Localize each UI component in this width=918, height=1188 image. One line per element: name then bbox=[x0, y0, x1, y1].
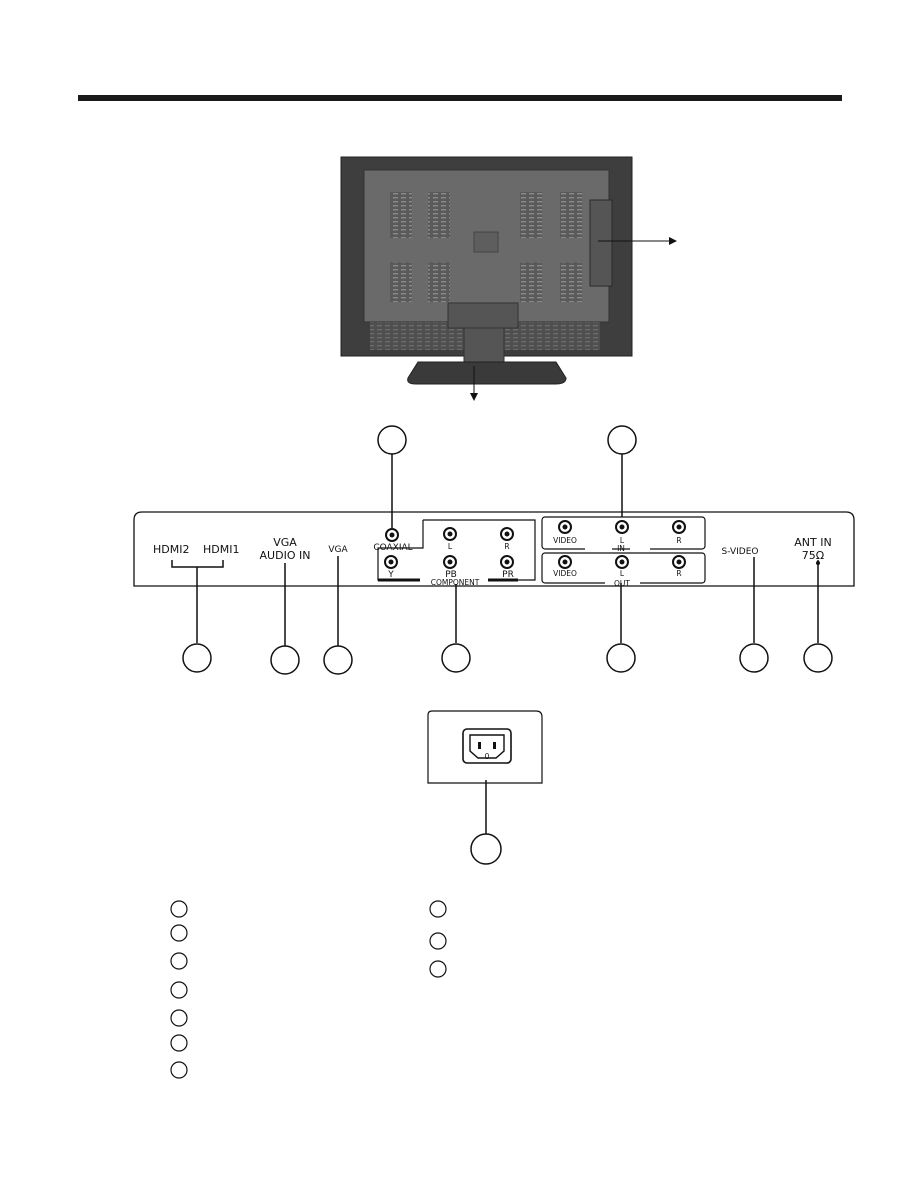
label-coaxial: COAXIAL bbox=[373, 543, 412, 553]
callout-circle bbox=[441, 643, 471, 673]
label-hdmi1: HDMI1 bbox=[203, 543, 239, 556]
label-ant-2: 75Ω bbox=[802, 549, 824, 562]
label-in-r: R bbox=[676, 536, 681, 545]
callout-circle bbox=[803, 643, 833, 673]
label-vga-audio-2: AUDIO IN bbox=[260, 549, 311, 562]
callout-circle bbox=[323, 645, 353, 675]
callout-circle bbox=[607, 425, 637, 455]
label-out-video: VIDEO bbox=[553, 569, 577, 578]
label-in-video: VIDEO bbox=[553, 536, 577, 545]
label-vga-audio-1: VGA bbox=[273, 536, 297, 549]
label-in: IN bbox=[617, 544, 625, 553]
label-comp-pb: PB bbox=[445, 570, 457, 580]
callout-circle bbox=[270, 645, 300, 675]
legend bbox=[170, 900, 447, 1079]
label-in-l: L bbox=[620, 536, 625, 545]
label-comp-l: L bbox=[448, 542, 453, 551]
header-rule bbox=[78, 95, 842, 101]
label-out: OUT bbox=[614, 579, 630, 588]
label-comp-r: R bbox=[504, 542, 509, 551]
label-out-r: R bbox=[676, 569, 681, 578]
callout-circle bbox=[470, 833, 502, 865]
label-hdmi2: HDMI2 bbox=[153, 543, 189, 556]
label-comp-y: Y bbox=[387, 570, 394, 580]
callout-circle bbox=[377, 425, 407, 455]
label-ant-1: ANT IN bbox=[794, 536, 831, 549]
callout-circle bbox=[182, 643, 212, 673]
power-socket-icon bbox=[462, 728, 512, 764]
label-component: COMPONENT bbox=[431, 578, 480, 587]
label-comp-pr: PR bbox=[502, 570, 514, 580]
power-socket-mark: 0 bbox=[485, 752, 490, 761]
label-vga: VGA bbox=[328, 545, 348, 555]
callout-circle bbox=[606, 643, 636, 673]
label-svideo: S-VIDEO bbox=[722, 547, 759, 557]
label-out-l: L bbox=[620, 569, 625, 578]
tv-rear-photo bbox=[340, 156, 633, 385]
callout-circle bbox=[739, 643, 769, 673]
